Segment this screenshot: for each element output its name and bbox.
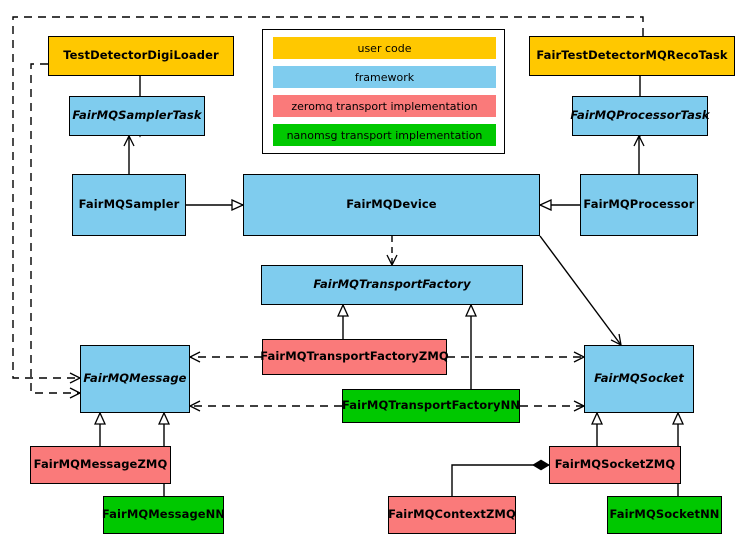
edge-contextzmq-socketzmq (451, 459, 550, 496)
legend-item-nanomsg: nanomsg transport implementation (273, 124, 496, 146)
class-node-fairmqtransportfactoryzmq[interactable]: FairMQTransportFactoryZMQ (260, 339, 449, 375)
class-node-fairmqdevice[interactable]: FairMQDevice (243, 174, 540, 236)
class-node-fairmqtransportfactory[interactable]: FairMQTransportFactory (261, 265, 523, 305)
class-node-fairmqcontextzmq[interactable]: FairMQContextZMQ (388, 496, 516, 534)
legend-item-framework: framework (273, 66, 496, 88)
class-node-fairtestdetectormqrecotask[interactable]: FairTestDetectorMQRecoTask (529, 36, 735, 76)
class-node-fairmqmessagezmq[interactable]: FairMQMessageZMQ (30, 446, 171, 484)
class-node-fairmqmessage[interactable]: FairMQMessage (80, 345, 190, 413)
class-node-fairmqsamplertask[interactable]: FairMQSamplerTask (69, 96, 205, 136)
legend-panel: user code framework zeromq transport imp… (262, 29, 505, 154)
legend-item-zeromq: zeromq transport implementation (273, 95, 496, 117)
class-node-fairmqsampler[interactable]: FairMQSampler (72, 174, 186, 236)
class-node-fairmqsocketnn[interactable]: FairMQSocketNN (607, 496, 722, 534)
class-node-fairmqsocketzmq[interactable]: FairMQSocketZMQ (549, 446, 681, 484)
class-node-fairmqmessagenn[interactable]: FairMQMessageNN (102, 496, 225, 534)
class-node-fairmqprocessor[interactable]: FairMQProcessor (580, 174, 698, 236)
class-node-fairmqsocket[interactable]: FairMQSocket (584, 345, 694, 413)
class-node-fairmqtransportfactorynn[interactable]: FairMQTransportFactoryNN (342, 389, 520, 423)
class-node-testdetectordigiloader[interactable]: TestDetectorDigiLoader (48, 36, 234, 76)
legend-item-user-code: user code (273, 37, 496, 59)
edge-device-socket (539, 235, 622, 347)
class-node-fairmqprocessortask[interactable]: FairMQProcessorTask (570, 96, 710, 136)
